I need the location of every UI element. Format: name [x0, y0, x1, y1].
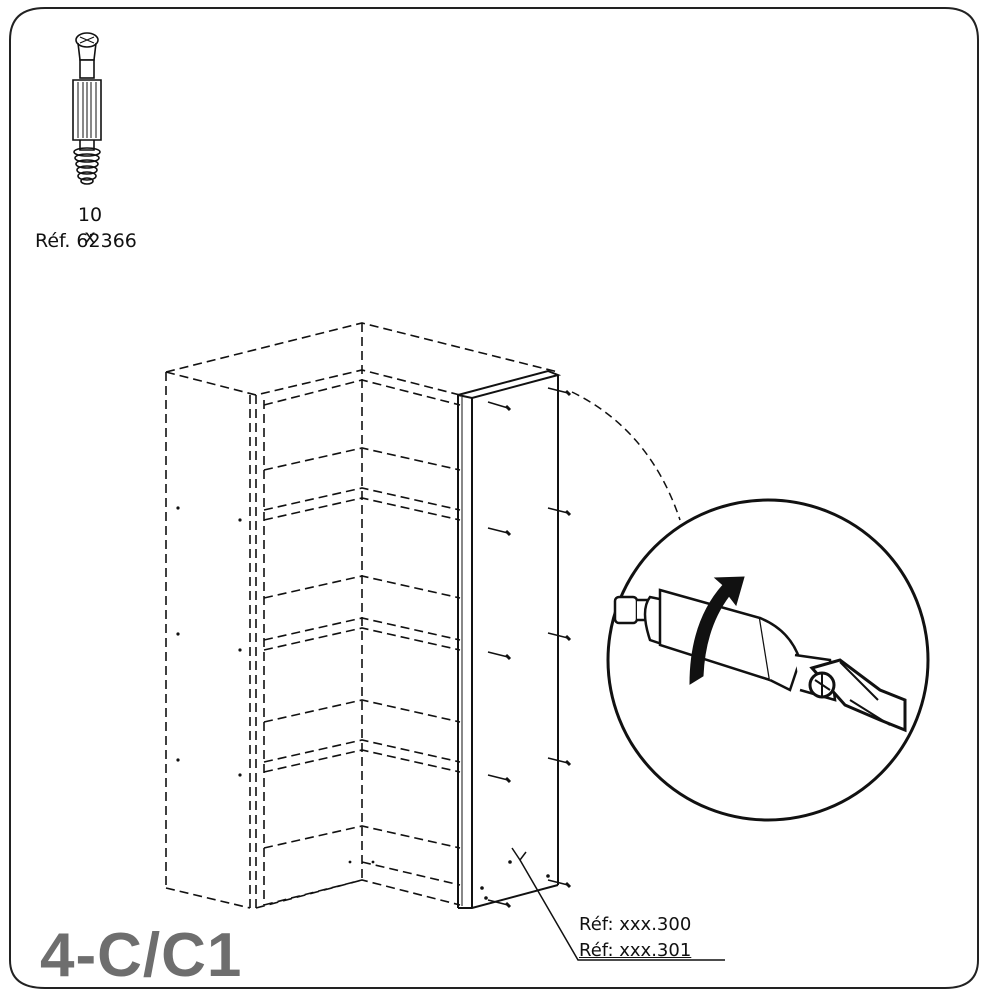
page-frame: [9, 7, 979, 989]
panel-reference-300: Réf: xxx.300: [579, 914, 692, 935]
screwdriver-icon: [808, 658, 907, 733]
cam-bolt-icon: [72, 32, 102, 185]
part-quantity: 10 x: [77, 204, 103, 248]
cabinet-outline: [165, 322, 559, 909]
side-panel: [457, 369, 562, 909]
reference-arrowhead: [511, 847, 527, 862]
reference-leader: [519, 859, 725, 961]
panel-holes: [480, 860, 550, 900]
rotate-arrow-icon: [689, 576, 745, 685]
dowel-holes: [176, 506, 375, 864]
inserted-bolts: [487, 387, 572, 909]
panel-reference-301: Réf: xxx.301: [579, 940, 692, 961]
cam-bolt-detail-icon: [613, 588, 837, 702]
step-label: 4-C/C1: [40, 921, 243, 990]
zoom-detail: [606, 498, 930, 822]
part-reference: Réf. 62366: [35, 230, 137, 252]
detail-connector: [571, 391, 681, 521]
